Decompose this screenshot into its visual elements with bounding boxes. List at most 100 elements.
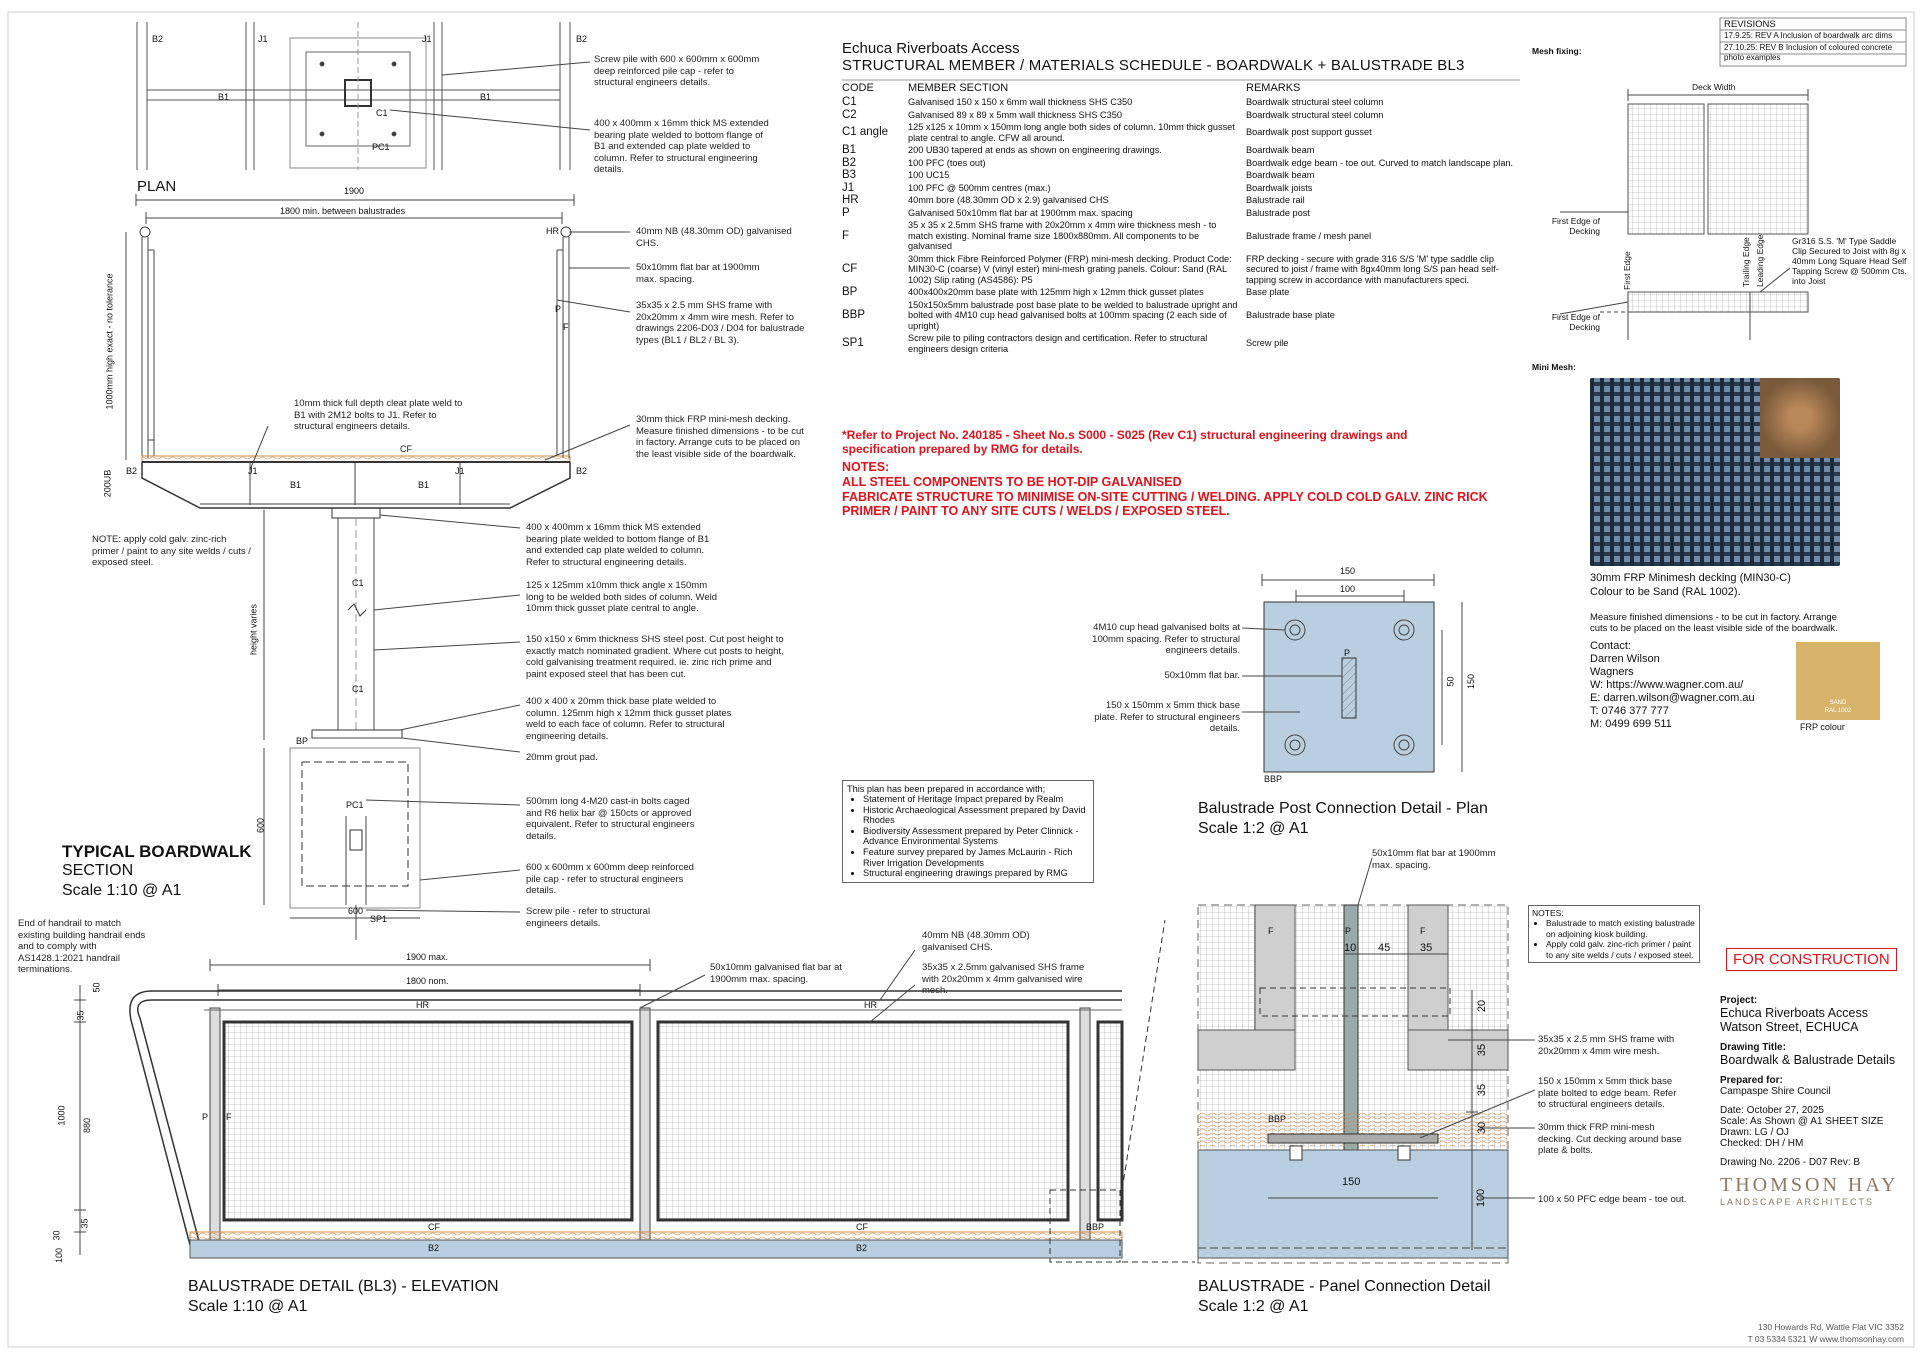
mesh-leading-edge: Leading Edge	[1755, 234, 1765, 287]
schedule-cell-section: 100 UC15	[908, 170, 950, 180]
schedule-cell-remarks: Boardwalk beam	[1246, 170, 1315, 180]
section-b2-left: B2	[126, 466, 138, 476]
section-dim-600-v: 600	[255, 817, 266, 834]
section-note-hr: 40mm NB (48.30mm OD) galvanised CHS.	[636, 226, 792, 249]
elev-note-flatbar: 50x10mm galvanised flat bar at 1900mm ma…	[710, 962, 843, 985]
schedule-cell-remarks: Boardwalk edge beam - toe out. Curved to…	[1246, 157, 1514, 168]
contact-name: Darren Wilson	[1590, 653, 1660, 665]
section-drawing	[125, 194, 631, 940]
schedule-cell-code: P	[842, 206, 850, 219]
schedule-cell-code: HR	[842, 194, 859, 206]
panel-notes-box: NOTES: Balustrade to match existing balu…	[1528, 905, 1700, 964]
compliance-item: Structural engineering drawings prepared…	[863, 868, 1089, 879]
postplan-title: Balustrade Post Connection Detail - Plan	[1198, 800, 1488, 817]
swatch-caption: FRP colour	[1800, 722, 1845, 732]
frp-colour-swatch: SAND RAL 1002	[1796, 642, 1880, 720]
contact-web[interactable]: W: https://www.wagner.com.au/	[1590, 679, 1744, 691]
mesh-clip-note: Gr316 S.S. 'M' Type Saddle Clip Secured …	[1792, 236, 1907, 286]
section-dim-height: height varies	[248, 603, 259, 656]
schedule-cell-remarks: Boardwalk joists	[1246, 182, 1313, 193]
tb-checked: Checked: DH / HM	[1720, 1138, 1804, 1149]
panel-d45: 45	[1378, 942, 1391, 954]
title-block: Project: Echuca Riverboats Access Watson…	[1720, 995, 1900, 1207]
schedule-cell-section: 125 x125 x 10mm x 150mm long angle both …	[908, 122, 1235, 143]
postplan-dim-150v: 150	[1466, 673, 1477, 690]
elev-bbp: BBP	[1086, 1222, 1105, 1232]
section-dim-600-h: 600	[348, 906, 364, 916]
section-title: TYPICAL BOARDWALK	[62, 842, 252, 861]
elevation-title: BALUSTRADE DETAIL (BL3) - ELEVATION	[188, 1278, 499, 1295]
tb-prepared: Campaspe Shire Council	[1720, 1086, 1831, 1097]
schedule-cell-section: 400x400x20mm base plate with 125mm high …	[908, 287, 1204, 297]
elev-cf-2: CF	[856, 1222, 868, 1232]
schedule-cell-remarks: Boardwalk beam	[1246, 145, 1315, 155]
panel-p: P	[1345, 926, 1352, 936]
panel-note-baseplate: 150 x 150mm x 5mm thick base plate bolte…	[1538, 1076, 1677, 1110]
schedule-row: HR 40mm bore (48.30mm OD x 2.9) galvanise…	[842, 194, 1526, 207]
section-b2-right: B2	[576, 466, 588, 476]
tb-drawing-no: Drawing No. 2206 - D07 Rev: B	[1720, 1157, 1861, 1168]
schedule-cell-code: B1	[842, 144, 857, 156]
elev-note-chs: 40mm NB (48.30mm OD) galvanised CHS.	[922, 930, 1030, 953]
schedule-cell-section: Galvanised 150 x 150 x 6mm wall thicknes…	[908, 97, 1133, 107]
schedule-title-2: STRUCTURAL MEMBER / MATERIALS SCHEDULE -…	[842, 57, 1465, 74]
schedule-cell-code: J1	[842, 181, 855, 194]
section-sp1: SP1	[370, 914, 388, 924]
schedule-cell-section: 35 x 35 x 2.5mm SHS frame with 20x20mm x…	[908, 220, 1217, 251]
section-dim-1900: 1900	[344, 186, 365, 196]
panel-notes-title: NOTES:	[1532, 908, 1564, 918]
compliance-box: This plan has been prepared in accordanc…	[842, 780, 1094, 883]
schedule-cell-section: 150x150x5mm balustrade post base plate t…	[908, 299, 1238, 331]
elev-v35b: 35	[79, 1218, 90, 1229]
contact-company: Wagners	[1590, 666, 1634, 678]
section-note-baseplate: 400 x 400 x 20mm thick base plate welded…	[526, 696, 732, 742]
section-note-screwpile: Screw pile - refer to structural enginee…	[526, 906, 651, 929]
section-dim-1800: 1800 min. between balustrades	[280, 206, 406, 216]
section-j1-right: J1	[455, 466, 465, 476]
schedule-cell-section: 40mm bore (48.30mm OD x 2.9) galvanised …	[908, 195, 1109, 205]
panel-f-right: F	[1420, 926, 1426, 936]
tb-drawing-title: Boardwalk & Balustrade Details	[1720, 1053, 1896, 1067]
schedule-cell-code: C2	[842, 108, 857, 121]
mini-mesh-title: Mini Mesh:	[1532, 362, 1576, 372]
materials-schedule: Echuca Riverboats Access STRUCTURAL MEMB…	[842, 40, 1522, 355]
elev-note-shs: 35x35 x 2.5mm galvanised SHS frame with …	[922, 962, 1085, 996]
tb-firm-name: THOMSON HAY	[1720, 1174, 1899, 1196]
section-b1-left: B1	[290, 480, 302, 490]
schedule-row: J1 100 PFC @ 500mm centres (max.) Boardwal…	[842, 182, 1526, 195]
schedule-cell-remarks: Balustrade post	[1246, 207, 1310, 218]
section-f: F	[563, 322, 569, 332]
section-dim-200ub: 200UB	[102, 469, 113, 498]
mesh-first-edge-v: First Edge	[1622, 251, 1632, 290]
postplan-bbp: BBP	[1264, 774, 1283, 784]
panel-note-decking: 30mm thick FRP mini-mesh decking. Cut de…	[1538, 1122, 1682, 1156]
revision-b: 27.10.25: REV B Inclusion of coloured co…	[1724, 43, 1893, 62]
panel-note-item: Balustrade to match existing balustrade …	[1546, 918, 1696, 939]
section-note-grout: 20mm grout pad.	[526, 752, 598, 763]
schedule-cell-code: BBP	[842, 309, 866, 321]
section-note-angle: 125 x 125mm x10mm thick angle x 150mm lo…	[526, 580, 717, 614]
revision-a: 17.9.25: REV A Inclusion of boardwalk ar…	[1724, 31, 1893, 40]
panel-v30: 30	[1476, 1121, 1489, 1135]
contact-mob: M: 0499 699 511	[1590, 718, 1672, 730]
schedule-cell-code: CF	[842, 263, 858, 275]
contact-tel: T: 0746 377 777	[1590, 705, 1669, 717]
postplan-p: P	[1344, 648, 1351, 658]
schedule-header-section: MEMBER SECTION	[908, 82, 1009, 94]
mini-mesh-caption-3: Measure finished dimensions - to be cut …	[1590, 612, 1838, 634]
contact-email[interactable]: E: darren.wilson@wagner.com.au	[1590, 692, 1755, 704]
mesh-fixing-drawing	[1559, 89, 1809, 340]
section-dim-1000: 1000mm high exact - no tolerance	[104, 273, 115, 410]
schedule-cell-remarks: Boardwalk structural steel column	[1246, 109, 1384, 120]
elev-v30: 30	[51, 1230, 62, 1241]
schedule-cell-section: 100 PFC @ 500mm centres (max.)	[908, 182, 1051, 193]
plan-b2-right: B2	[576, 34, 588, 44]
mesh-deck-width: Deck Width	[1692, 82, 1736, 92]
schedule-notes-2: FABRICATE STRUCTURE TO MINIMISE ON-SITE …	[842, 490, 1488, 518]
plan-b1-right: B1	[480, 92, 492, 102]
postplan-dim-50: 50	[1445, 676, 1456, 687]
plan-drawing	[136, 22, 591, 170]
plan-label: PLAN	[137, 178, 177, 195]
